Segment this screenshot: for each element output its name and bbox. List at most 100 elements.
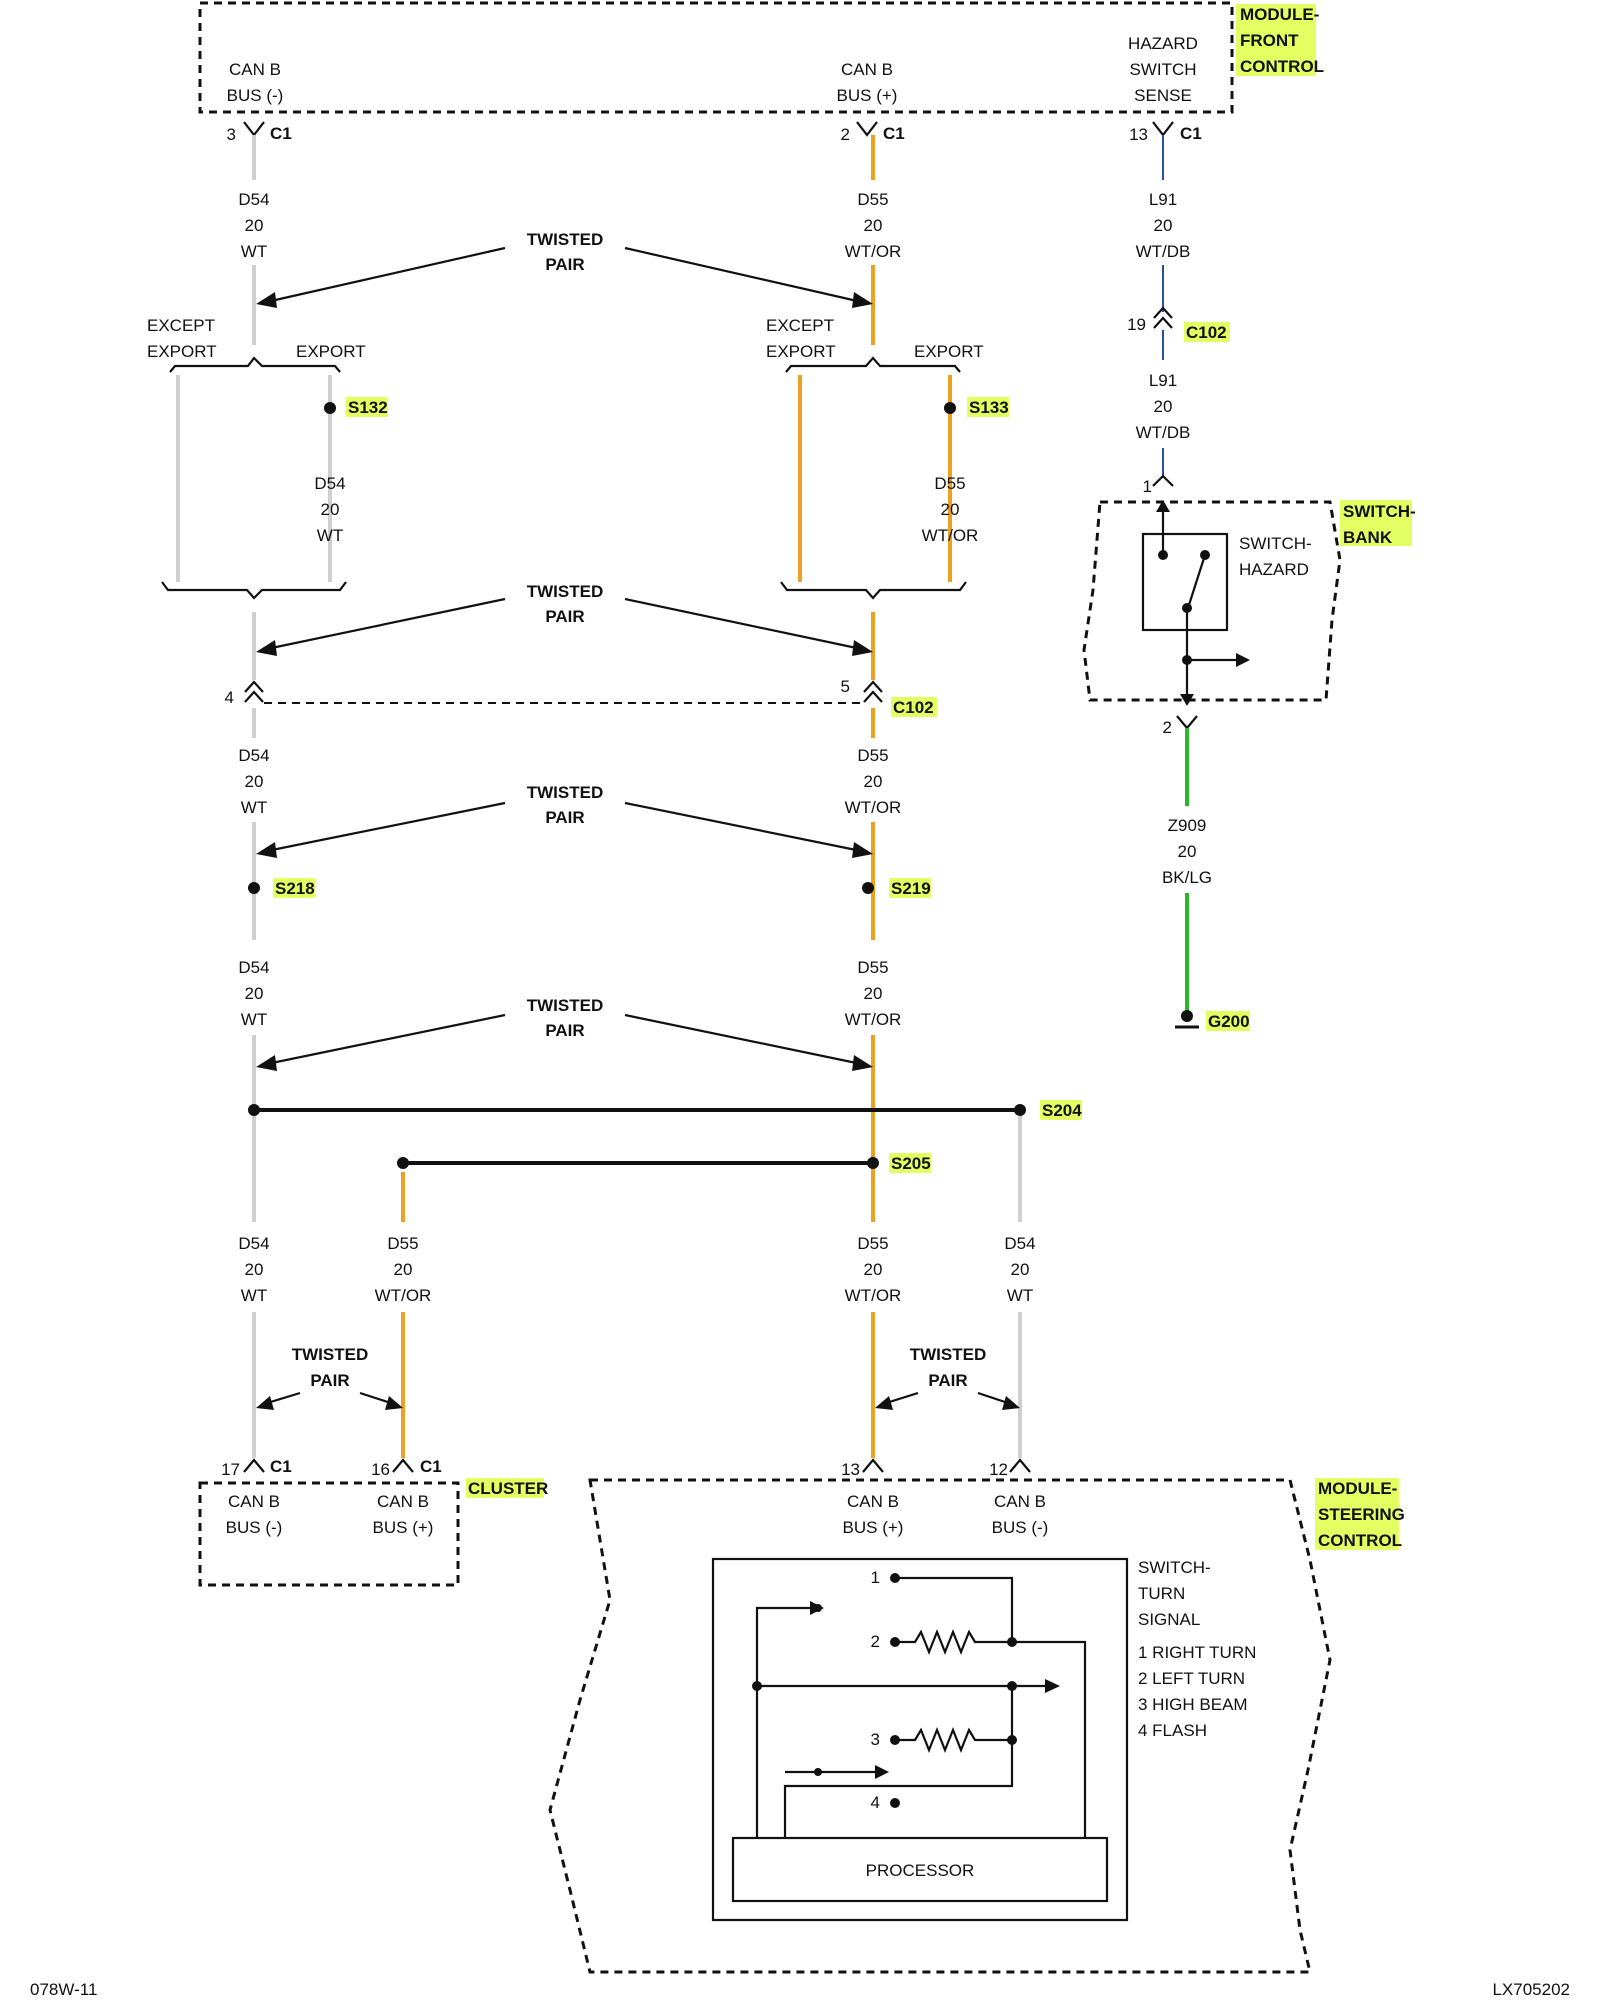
connector-c1: C1	[883, 124, 905, 143]
scm-pin-label: CAN B	[847, 1492, 899, 1511]
option-except-export: EXPORT	[766, 342, 836, 361]
contact-number: 1	[871, 1568, 880, 1587]
module-switch-bank: SWITCH- BANK SWITCH- HAZARD	[1082, 500, 1416, 706]
wire-segment-c102-to-s218: D54 20 WT D55 20 WT/OR	[238, 708, 901, 940]
switch-hazard-label: HAZARD	[1239, 560, 1309, 579]
twisted-pair-label: TWISTED	[527, 230, 604, 249]
wire-label: D54	[314, 474, 345, 493]
wire-color: WT/OR	[845, 1010, 902, 1029]
wire-label: L91	[1149, 371, 1177, 390]
twisted-pair-label: PAIR	[545, 607, 584, 626]
splice-s219: S219	[891, 879, 931, 898]
pin-number: 2	[1163, 718, 1172, 737]
turn-signal-legend: 4 FLASH	[1138, 1721, 1207, 1740]
wire-color: WT/OR	[845, 1286, 902, 1305]
contact-number: 3	[871, 1730, 880, 1749]
wire-label: Z909	[1168, 816, 1207, 835]
wire-segment-s218-to-s204: D54 20 WT D55 20 WT/OR	[238, 958, 901, 1208]
twisted-pair-label: TWISTED	[910, 1345, 987, 1364]
twisted-pair-label: PAIR	[545, 1021, 584, 1040]
twisted-pair-label: PAIR	[545, 255, 584, 274]
fcm-label-3: CONTROL	[1240, 57, 1324, 76]
fcm-pin-hazard-3: SENSE	[1134, 86, 1192, 105]
turn-signal-legend: 3 HIGH BEAM	[1138, 1695, 1248, 1714]
fcm-pin-can-minus-1: CAN B	[229, 60, 281, 79]
wire-label: D55	[857, 746, 888, 765]
wire-label: D54	[238, 746, 269, 765]
wire-color: WT/OR	[845, 242, 902, 261]
turn-signal-title: SIGNAL	[1138, 1610, 1200, 1629]
wire-label: D55	[857, 1234, 888, 1253]
twisted-pair-label: PAIR	[928, 1371, 967, 1390]
scm-label: MODULE-	[1318, 1479, 1397, 1498]
wire-label: D54	[238, 190, 269, 209]
wire-color: WT/DB	[1136, 423, 1191, 442]
twisted-pair-label: PAIR	[310, 1371, 349, 1390]
wire-gauge: 20	[1154, 216, 1173, 235]
splice-s205-bus: S205	[397, 1153, 931, 1173]
wire-gauge: 20	[864, 1260, 883, 1279]
option-except-export: EXCEPT	[766, 316, 834, 335]
wire-label: D55	[934, 474, 965, 493]
wire-color: WT/DB	[1136, 242, 1191, 261]
connector-c1: C1	[1180, 124, 1202, 143]
splice-s132: S132	[348, 398, 388, 417]
option-export: EXPORT	[914, 342, 984, 361]
wire-label: D55	[857, 190, 888, 209]
pin-number: 4	[225, 688, 234, 707]
processor-box	[731, 1836, 1109, 1903]
module-steering-control: MODULE- STEERING CONTROL CAN B BUS (+) C…	[548, 1478, 1405, 1974]
wire-color: WT/OR	[375, 1286, 432, 1305]
lower-connector-pins: 17 C1 16 C1 13 12	[221, 1457, 1031, 1479]
wire-d55-middle: D55 20 WT/OR EXCEPT EXPORT EXPORT S133 D…	[766, 135, 1009, 680]
connector-c102: C102	[1186, 323, 1227, 342]
turn-signal-legend: 2 LEFT TURN	[1138, 1669, 1245, 1688]
twisted-pair-label: TWISTED	[527, 582, 604, 601]
option-except-export: EXCEPT	[147, 316, 215, 335]
cluster-pin-label: BUS (+)	[373, 1518, 434, 1537]
twisted-pair-4: TWISTED PAIR	[256, 996, 873, 1071]
fcm-pin-hazard-1: HAZARD	[1128, 34, 1198, 53]
fcm-pin-hazard-2: SWITCH	[1129, 60, 1196, 79]
cluster-label: CLUSTER	[468, 1479, 548, 1498]
turn-signal-switch-box	[711, 1557, 1129, 1922]
splice-s133: S133	[969, 398, 1009, 417]
wire-gauge: 20	[864, 984, 883, 1003]
turn-signal-title: TURN	[1138, 1584, 1185, 1603]
wire-color: WT	[241, 1010, 267, 1029]
option-export: EXPORT	[296, 342, 366, 361]
cluster-pin-label: CAN B	[228, 1492, 280, 1511]
turn-signal-title: SWITCH-	[1138, 1558, 1211, 1577]
fcm-label-1: MODULE-	[1240, 5, 1319, 24]
wire-label: D54	[1004, 1234, 1035, 1253]
fcm-pin-can-plus-2: BUS (+)	[837, 86, 898, 105]
twisted-pair-6: TWISTED PAIR	[875, 1345, 1020, 1410]
fcm-label-2: FRONT	[1240, 31, 1299, 50]
splices-s218-s219: S218 S219	[248, 878, 931, 898]
wire-gauge: 20	[941, 500, 960, 519]
twisted-pair-label: PAIR	[545, 808, 584, 827]
wire-color: BK/LG	[1162, 868, 1212, 887]
twisted-pair-label: TWISTED	[527, 783, 604, 802]
module-front-control: MODULE- FRONT CONTROL CAN B BUS (-) CAN …	[198, 1, 1324, 114]
scm-label: CONTROL	[1318, 1531, 1402, 1550]
wire-label: D54	[238, 1234, 269, 1253]
fcm-pin-can-minus-2: BUS (-)	[227, 86, 284, 105]
wire-gauge: 20	[1154, 397, 1173, 416]
wire-gauge: 20	[1178, 842, 1197, 861]
wire-color: WT	[1007, 1286, 1033, 1305]
wire-color: WT/OR	[845, 798, 902, 817]
footer-left-code: 078W-11	[30, 1980, 97, 1999]
module-cluster: CAN B BUS (-) CAN B BUS (+) CLUSTER	[198, 1478, 548, 1587]
twisted-pair-5: TWISTED PAIR	[256, 1345, 403, 1410]
cluster-pin-label: BUS (-)	[226, 1518, 283, 1537]
pin-number: 13	[841, 1460, 860, 1479]
processor-label: PROCESSOR	[866, 1861, 975, 1880]
wire-color: WT	[317, 526, 343, 545]
cluster-pin-label: CAN B	[377, 1492, 429, 1511]
turn-signal-legend: 1 RIGHT TURN	[1138, 1643, 1256, 1662]
pin-number: 17	[221, 1460, 240, 1479]
wire-label: D55	[387, 1234, 418, 1253]
wire-l91: L91 20 WT/DB 19 C102 L91 20 WT/DB 1	[1127, 135, 1230, 496]
